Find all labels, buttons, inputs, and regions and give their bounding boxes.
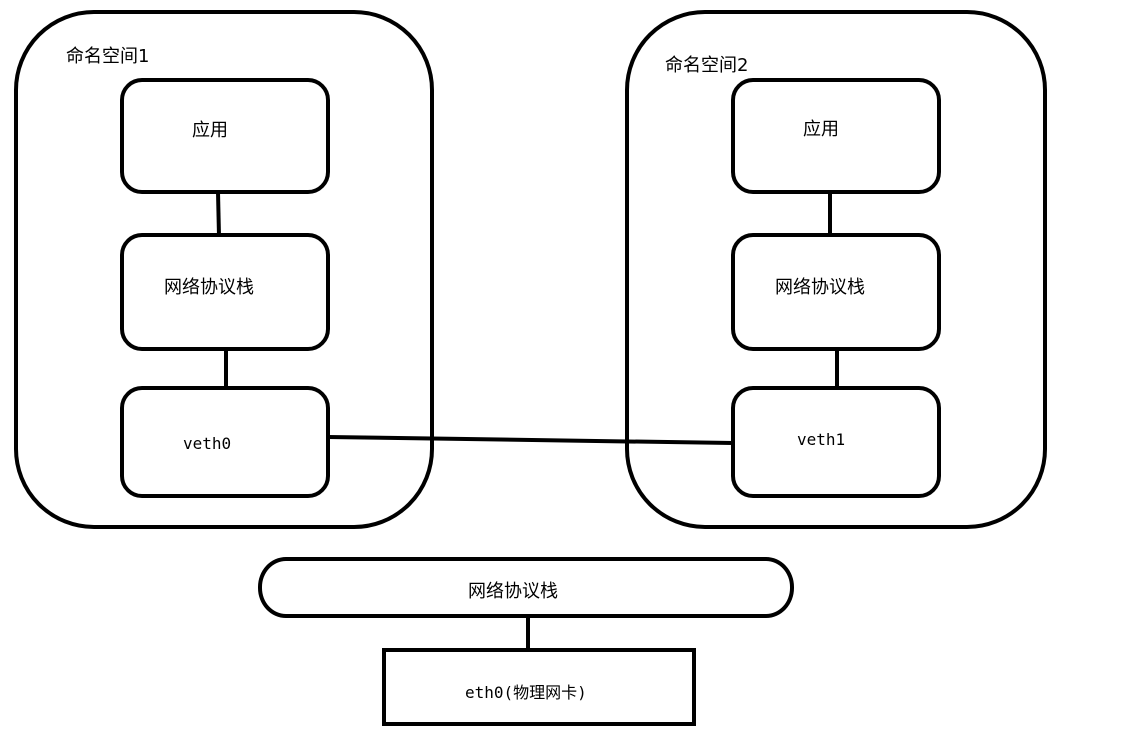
namespace-1-app-box: 应用 [120, 78, 330, 194]
namespace-2-stack-label: 网络协议栈 [775, 277, 865, 298]
namespace-2-container [625, 10, 1047, 529]
namespace-1-veth0-box: veth0 [120, 386, 330, 498]
namespace-1-app-label: 应用 [192, 120, 228, 141]
namespace-2-veth1-box: veth1 [731, 386, 941, 498]
host-network-stack-label: 网络协议栈 [468, 581, 558, 602]
physical-nic-label: eth0(物理网卡) [465, 683, 587, 702]
ns1-app-stack-link [216, 191, 221, 237]
namespace-2-title: 命名空间2 [665, 55, 749, 76]
namespace-2-veth1-label: veth1 [797, 430, 846, 449]
namespace-1-title: 命名空间1 [66, 46, 150, 67]
host-network-stack-box: 网络协议栈 [258, 557, 794, 618]
namespace-1-stack-label: 网络协议栈 [164, 277, 254, 298]
namespace-2-app-label: 应用 [803, 119, 839, 140]
namespace-1-stack-box: 网络协议栈 [120, 233, 330, 351]
namespace-2-stack-box: 网络协议栈 [731, 233, 941, 351]
physical-nic-box: eth0(物理网卡) [382, 648, 696, 726]
veth-pair-link [327, 435, 734, 445]
namespace-1-container [14, 10, 434, 529]
namespace-2-app-box: 应用 [731, 78, 941, 194]
namespace-1-veth0-label: veth0 [183, 434, 232, 453]
